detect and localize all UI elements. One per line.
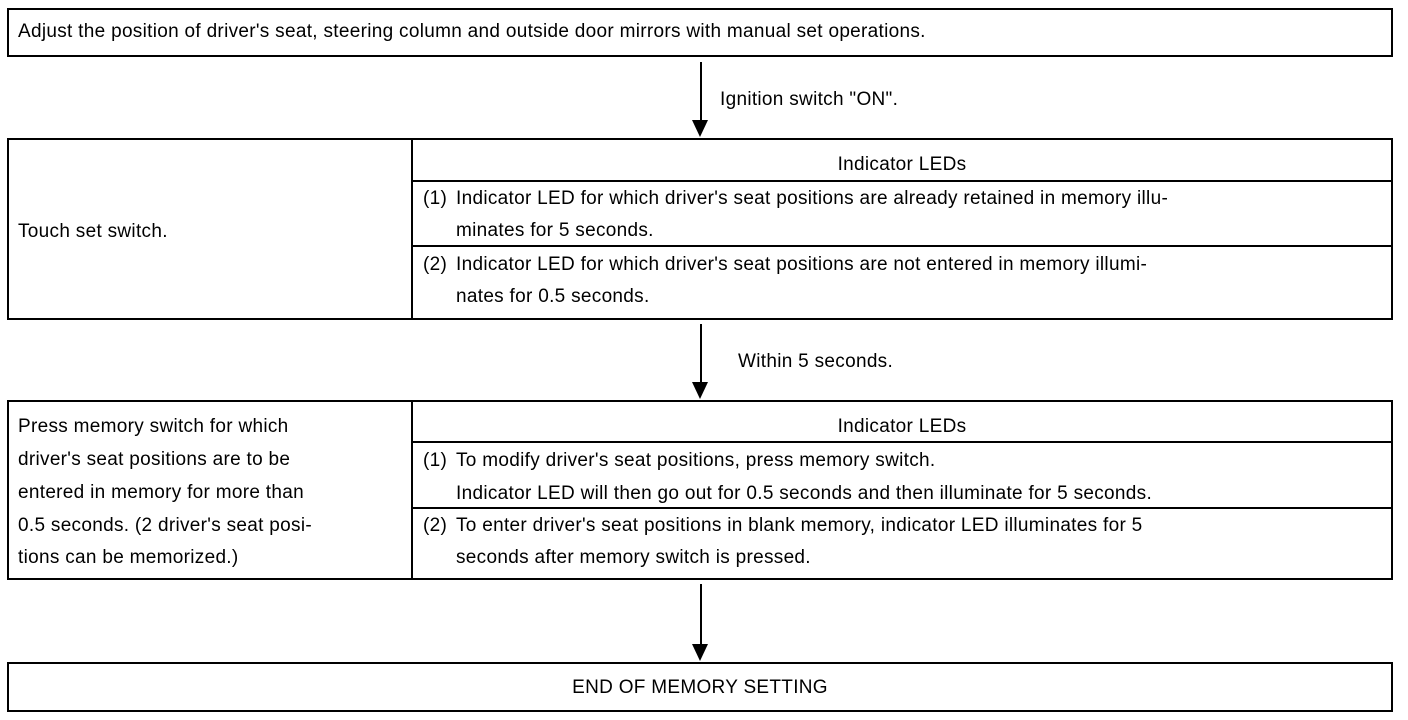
step2-item2-line1: To enter driver's seat positions in blan… [456, 515, 1143, 536]
step2-item1-line2: Indicator LED will then go out for 0.5 s… [456, 483, 1153, 504]
step2-box: Press memory switch for which driver's s… [7, 400, 1393, 580]
step1-item2-number: (2) [423, 254, 448, 275]
step2-item2-line2: seconds after memory switch is pressed. [456, 547, 811, 568]
step2-action-line-1: Press memory switch for which [18, 416, 289, 437]
step1-item1-number: (1) [423, 188, 448, 209]
step1-item-rule [413, 245, 1391, 247]
end-box: END OF MEMORY SETTING [7, 662, 1393, 712]
step2-header-rule [413, 441, 1391, 443]
step1-indicator-header: Indicator LEDs [837, 154, 967, 175]
step2-action-line-4: 0.5 seconds. (2 driver's seat posi- [18, 515, 312, 536]
arrow1-label: Ignition switch "ON". [720, 89, 899, 110]
step2-item1-line1: To modify driver's seat positions, press… [456, 450, 936, 471]
step2-item2-number: (2) [423, 515, 448, 536]
step2-action-line-3: entered in memory for more than [18, 482, 304, 503]
step1-item2-line2: nates for 0.5 seconds. [456, 286, 650, 307]
end-text: END OF MEMORY SETTING [572, 677, 828, 698]
step2-divider [411, 402, 413, 578]
step1-item1-line1: Indicator LED for which driver's seat po… [456, 188, 1169, 209]
step2-item1-number: (1) [423, 450, 448, 471]
step2-item-rule [413, 507, 1391, 509]
start-text: Adjust the position of driver's seat, st… [18, 21, 926, 42]
step2-action-line-2: driver's seat positions are to be [18, 449, 291, 470]
step1-action: Touch set switch. [18, 221, 168, 242]
step2-action-line-5: tions can be memorized.) [18, 547, 239, 568]
step1-item1-line2: minates for 5 seconds. [456, 220, 654, 241]
arrow2-label: Within 5 seconds. [738, 351, 894, 372]
step2-indicator-header: Indicator LEDs [837, 416, 967, 437]
step1-divider [411, 140, 413, 318]
start-box: Adjust the position of driver's seat, st… [7, 8, 1393, 57]
step1-box: Touch set switch. Indicator LEDs (1) Ind… [7, 138, 1393, 320]
step1-item2-line1: Indicator LED for which driver's seat po… [456, 254, 1148, 275]
step1-header-rule [413, 180, 1391, 182]
